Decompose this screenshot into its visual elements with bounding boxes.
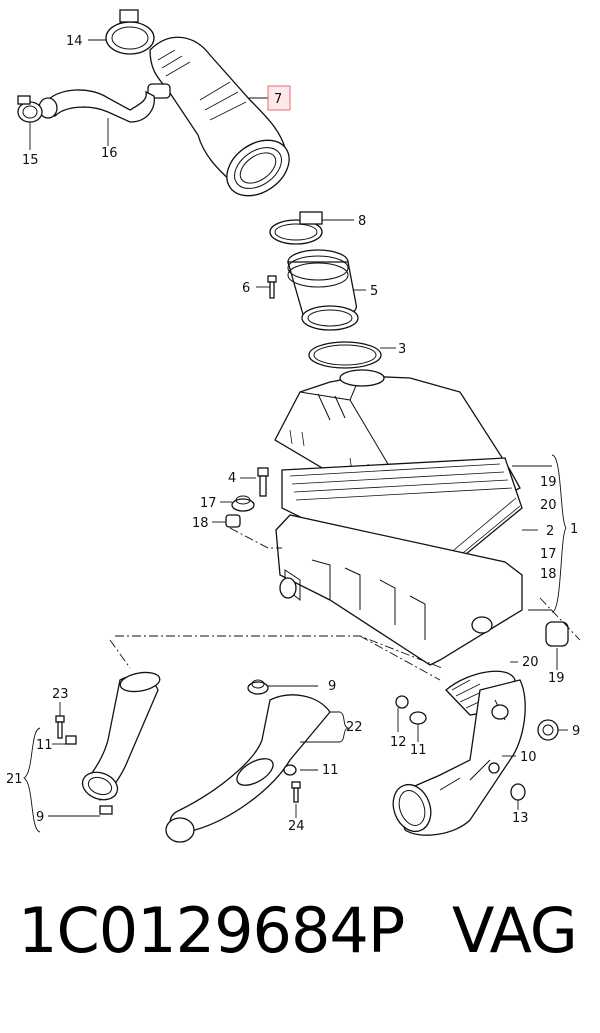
screw-24 (293, 787, 299, 803)
vacuum-hose-16 (47, 89, 155, 123)
label-7: 7 (274, 92, 282, 107)
clip-9 (99, 805, 113, 815)
label-9b: 9 (328, 679, 336, 694)
label-11c: 11 (410, 743, 427, 758)
label-23: 23 (52, 687, 69, 702)
label-5: 5 (370, 284, 378, 299)
label-2: 2 (546, 524, 554, 539)
label-13: 13 (512, 811, 529, 826)
clamp-screw-8 (299, 211, 323, 225)
label-20b: 20 (522, 655, 539, 670)
clamp-screw-14 (119, 9, 139, 23)
air-guide-10-group (392, 670, 559, 836)
label-4: 4 (228, 471, 236, 486)
label-8: 8 (358, 214, 366, 229)
label-15: 15 (22, 153, 39, 168)
label-3: 3 (398, 342, 406, 357)
part-number: 1C0129684P (18, 894, 405, 967)
label-19a: 19 (540, 475, 557, 490)
hose-nipple (147, 83, 171, 99)
housing-inlet (339, 369, 385, 387)
label-9c: 9 (572, 724, 580, 739)
grommet-9 (537, 719, 559, 741)
bushing-18 (225, 514, 241, 528)
label-10: 10 (520, 750, 537, 765)
label-19b: 19 (548, 671, 565, 686)
o-ring-3 (308, 341, 382, 369)
assembly-line-b (115, 635, 443, 681)
nut-12 (395, 695, 409, 709)
clip-11 (65, 735, 77, 745)
label-21: 21 (6, 772, 23, 787)
hose-21-group (55, 639, 161, 815)
cap-13 (510, 783, 526, 801)
label-20a: 20 (540, 498, 557, 513)
highlight-box-7 (267, 85, 291, 111)
screw-6 (267, 275, 277, 299)
label-18a: 18 (192, 516, 209, 531)
label-14: 14 (66, 34, 83, 49)
housing-lower-part (275, 514, 523, 666)
hose-22-group (165, 679, 331, 843)
label-6: 6 (242, 281, 250, 296)
label-18b: 18 (540, 567, 557, 582)
label-22: 22 (346, 720, 363, 735)
assembly-line-a (229, 527, 282, 549)
label-17a: 17 (200, 496, 217, 511)
label-24: 24 (288, 819, 305, 834)
bolt-4 (257, 467, 269, 497)
grommet-17 (231, 495, 255, 512)
rubber-mount-19 (545, 621, 569, 647)
air-flow-meter-5 (287, 249, 359, 331)
label-12: 12 (390, 735, 407, 750)
label-1: 1 (570, 522, 578, 537)
intake-hose-group (17, 9, 290, 197)
caption-bar: 1C0129684P VAG (0, 900, 600, 1010)
label-16: 16 (101, 146, 118, 161)
label-17b: 17 (540, 547, 557, 562)
clamp-screw-15 (17, 95, 31, 105)
hose-7-outlet (226, 139, 290, 197)
exploded-parts-diagram: 14 15 16 7 8 6 5 3 4 17 18 19 20 2 17 18… (6, 9, 581, 843)
air-guide-10 (394, 679, 526, 836)
hose-22-end (165, 817, 195, 843)
label-11a: 11 (36, 738, 53, 753)
label-9a: 9 (36, 810, 44, 825)
label-11b: 11 (322, 763, 339, 778)
hose-clamp-15 (17, 101, 43, 123)
brand-name: VAG (452, 894, 578, 967)
air-filter-housing (274, 369, 523, 666)
grommet-11 (409, 711, 427, 725)
assembly-line-c (539, 597, 581, 641)
